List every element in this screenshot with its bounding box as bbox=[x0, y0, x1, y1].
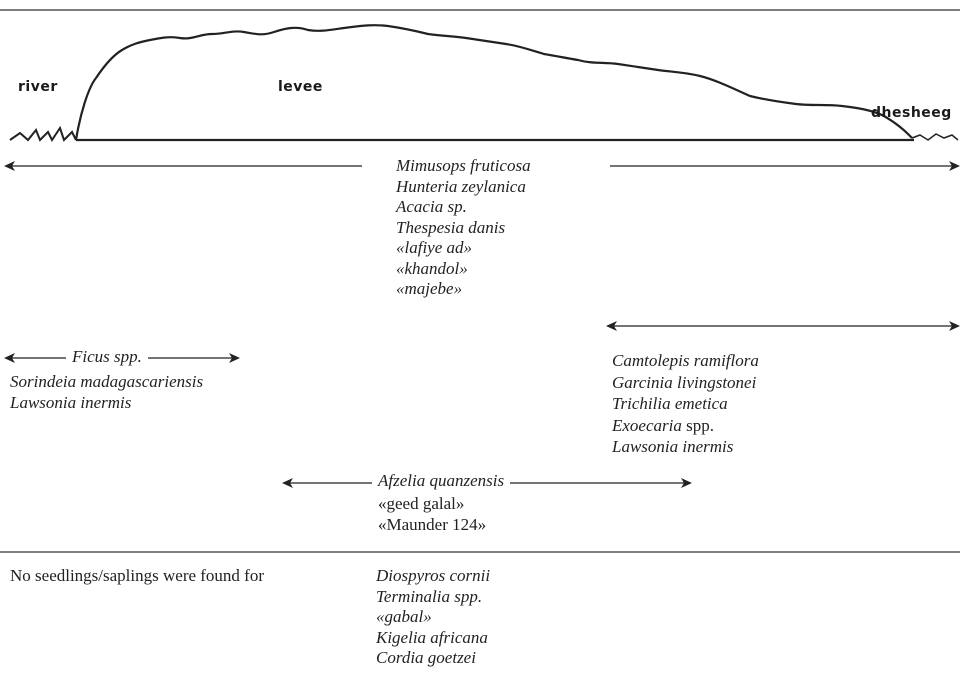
whole-profile-species-item: Thespesia danis bbox=[396, 218, 531, 239]
arrowhead-left bbox=[4, 161, 15, 171]
dhesheeg-side-species-item: Garcinia livingstonei bbox=[612, 372, 759, 394]
seedling-note-species-item: Terminalia spp. bbox=[376, 586, 483, 606]
species-name: «geed galal» bbox=[378, 494, 465, 513]
river-label: river bbox=[18, 79, 58, 95]
arrowhead-left bbox=[606, 321, 617, 331]
levee-label: levee bbox=[278, 79, 323, 95]
whole-profile-species-item: Hunteria zeylanica bbox=[396, 177, 531, 198]
species-name: Lawsonia inermis bbox=[10, 393, 132, 412]
species-name: Trichilia emetica bbox=[612, 394, 728, 413]
dhesheeg-label: dhesheeg bbox=[871, 105, 952, 121]
whole-profile-species-item: Mimusops fruticosa bbox=[396, 156, 531, 177]
dhesheeg-side-species-item: Trichilia emetica bbox=[612, 393, 759, 415]
arrowhead-right bbox=[949, 321, 960, 331]
seedling-note-text: No seedlings/saplings were found for bbox=[10, 566, 265, 585]
whole-profile-species-item: «majebe» bbox=[396, 279, 531, 300]
species-name: «khandol» bbox=[396, 258, 468, 278]
dhesheeg-side-species-item: Camtolepis ramiflora bbox=[612, 350, 759, 372]
whole-profile-species-item: «khandol» bbox=[396, 259, 531, 280]
arrowhead-right bbox=[949, 161, 960, 171]
center-species-item: «Maunder 124» bbox=[378, 514, 486, 535]
seedling-note-species-item: Diospyros cornii bbox=[376, 566, 491, 585]
species-name: Mimusops fruticosa bbox=[396, 156, 531, 175]
species-name: Camtolepis ramiflora bbox=[612, 351, 759, 370]
river-water-line bbox=[9, 125, 77, 142]
species-list-center: «geed galal» «Maunder 124» bbox=[378, 493, 486, 535]
species-name: Exoecaria bbox=[612, 415, 682, 435]
species-name: «majebe» bbox=[396, 279, 463, 298]
species-name: «lafiye ad» bbox=[396, 238, 473, 257]
dhesheeg-ground-line bbox=[911, 133, 959, 141]
dhesheeg-side-species-item: Exoecaria spp. bbox=[612, 415, 759, 437]
seedling-note-species-item: «gabal» bbox=[376, 607, 432, 626]
arrowhead-left bbox=[282, 478, 293, 488]
species-name: Lawsonia inermis bbox=[612, 437, 734, 456]
species-name: Thespesia danis bbox=[396, 217, 506, 237]
arrowhead-right bbox=[229, 353, 240, 363]
whole-profile-species-item: Acacia sp. bbox=[396, 197, 531, 218]
dhesheeg-side-species-item: Lawsonia inermis bbox=[612, 436, 759, 458]
seedling-note-species-item: Cordia goetzei bbox=[376, 648, 476, 667]
levee-profile-curve bbox=[74, 24, 913, 141]
afzelia-arrow-label: Afzelia quanzensis bbox=[372, 471, 511, 491]
arrow-whole-profile bbox=[4, 161, 960, 171]
species-name: Sorindeia madagascariensis bbox=[10, 372, 204, 391]
species-name: «Maunder 124» bbox=[378, 515, 487, 534]
arrowhead-left bbox=[4, 353, 15, 363]
species-suffix: spp. bbox=[681, 415, 714, 435]
species-name: Garcinia livingstonei bbox=[612, 372, 757, 392]
seedling-note-species-item: Kigelia africana bbox=[376, 627, 488, 647]
center-species-item: «geed galal» bbox=[378, 493, 486, 514]
arrowhead-right bbox=[681, 478, 692, 488]
river-side-species-item: Sorindeia madagascariensis bbox=[10, 371, 203, 392]
arrow-dhesheeg-side bbox=[606, 321, 960, 331]
river-side-species-item: Lawsonia inermis bbox=[10, 392, 203, 413]
species-name: Acacia sp. bbox=[396, 197, 467, 216]
whole-profile-species-item: «lafiye ad» bbox=[396, 238, 531, 259]
ficus-arrow-label: Ficus spp. bbox=[66, 347, 148, 367]
species-name: Hunteria zeylanica bbox=[396, 176, 526, 196]
